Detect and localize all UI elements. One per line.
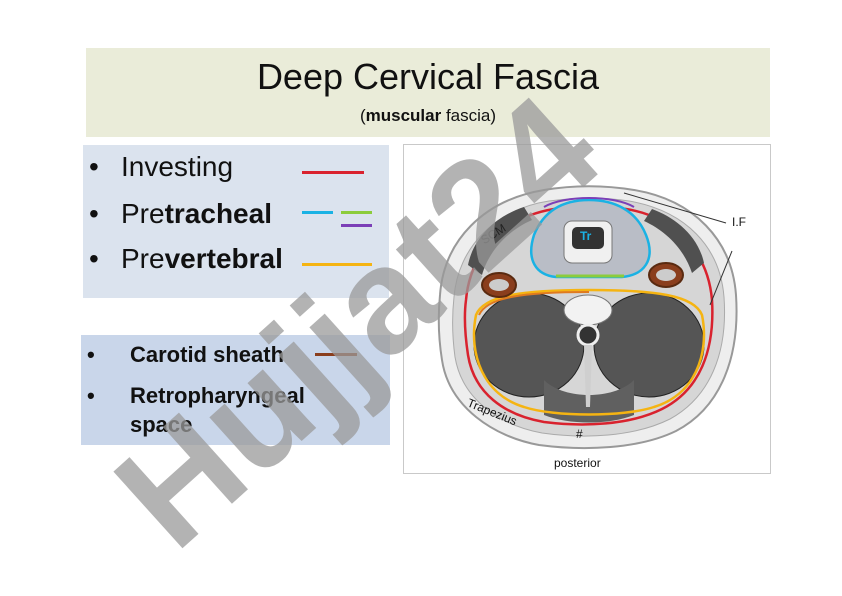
pretracheal-blue-line [302, 211, 333, 214]
hash-label: # [576, 427, 583, 441]
list-item-label: Retropharyngeal [130, 383, 305, 408]
prevertebral-color-line [302, 263, 372, 266]
neck-cross-section-figure: SCM Tr I.F Trapezius # posterior [403, 144, 771, 474]
label-bold: tracheal [164, 198, 272, 229]
list-item-label: Investing [121, 151, 233, 183]
list-item-continuation: space [130, 412, 193, 437]
page-title: Deep Cervical Fascia [256, 56, 600, 97]
bullet: • [89, 198, 99, 229]
list-item-label: Prevertebral [121, 243, 283, 275]
pretracheal-purple-line [341, 224, 372, 227]
subtitle-bold: muscular [365, 106, 442, 125]
label-plain: Pre [121, 198, 165, 229]
label-bold: vertebral [164, 243, 283, 274]
title-box: Deep Cervical Fascia (muscular fascia) [86, 48, 770, 137]
bullet: • [87, 342, 95, 367]
carotid-color-line [315, 353, 357, 356]
investing-color-line [302, 171, 364, 174]
cross-section-diagram [437, 185, 738, 450]
bullet: • [89, 151, 99, 182]
page-subtitle: (muscular fascia) [86, 106, 770, 126]
investing-fascia-label: I.F [732, 215, 746, 229]
subtitle-open: ( [359, 106, 366, 125]
posterior-label: posterior [554, 456, 601, 470]
bullet: • [87, 383, 95, 408]
list-item-label: Carotid sheath [130, 342, 285, 367]
fascia-layers-box: • Investing • Pretracheal • Prevertebral [83, 145, 389, 298]
label-plain: Investing [121, 151, 234, 182]
subtitle-rest: fascia) [441, 106, 497, 125]
list-item-label: Pretracheal [121, 198, 272, 230]
label-plain: Pre [121, 243, 165, 274]
bullet: • [89, 243, 99, 274]
sheath-box: • Carotid sheath • Retropharyngeal space [81, 335, 390, 445]
trachea-label: Tr [580, 229, 592, 243]
pretracheal-green-line [341, 211, 372, 214]
